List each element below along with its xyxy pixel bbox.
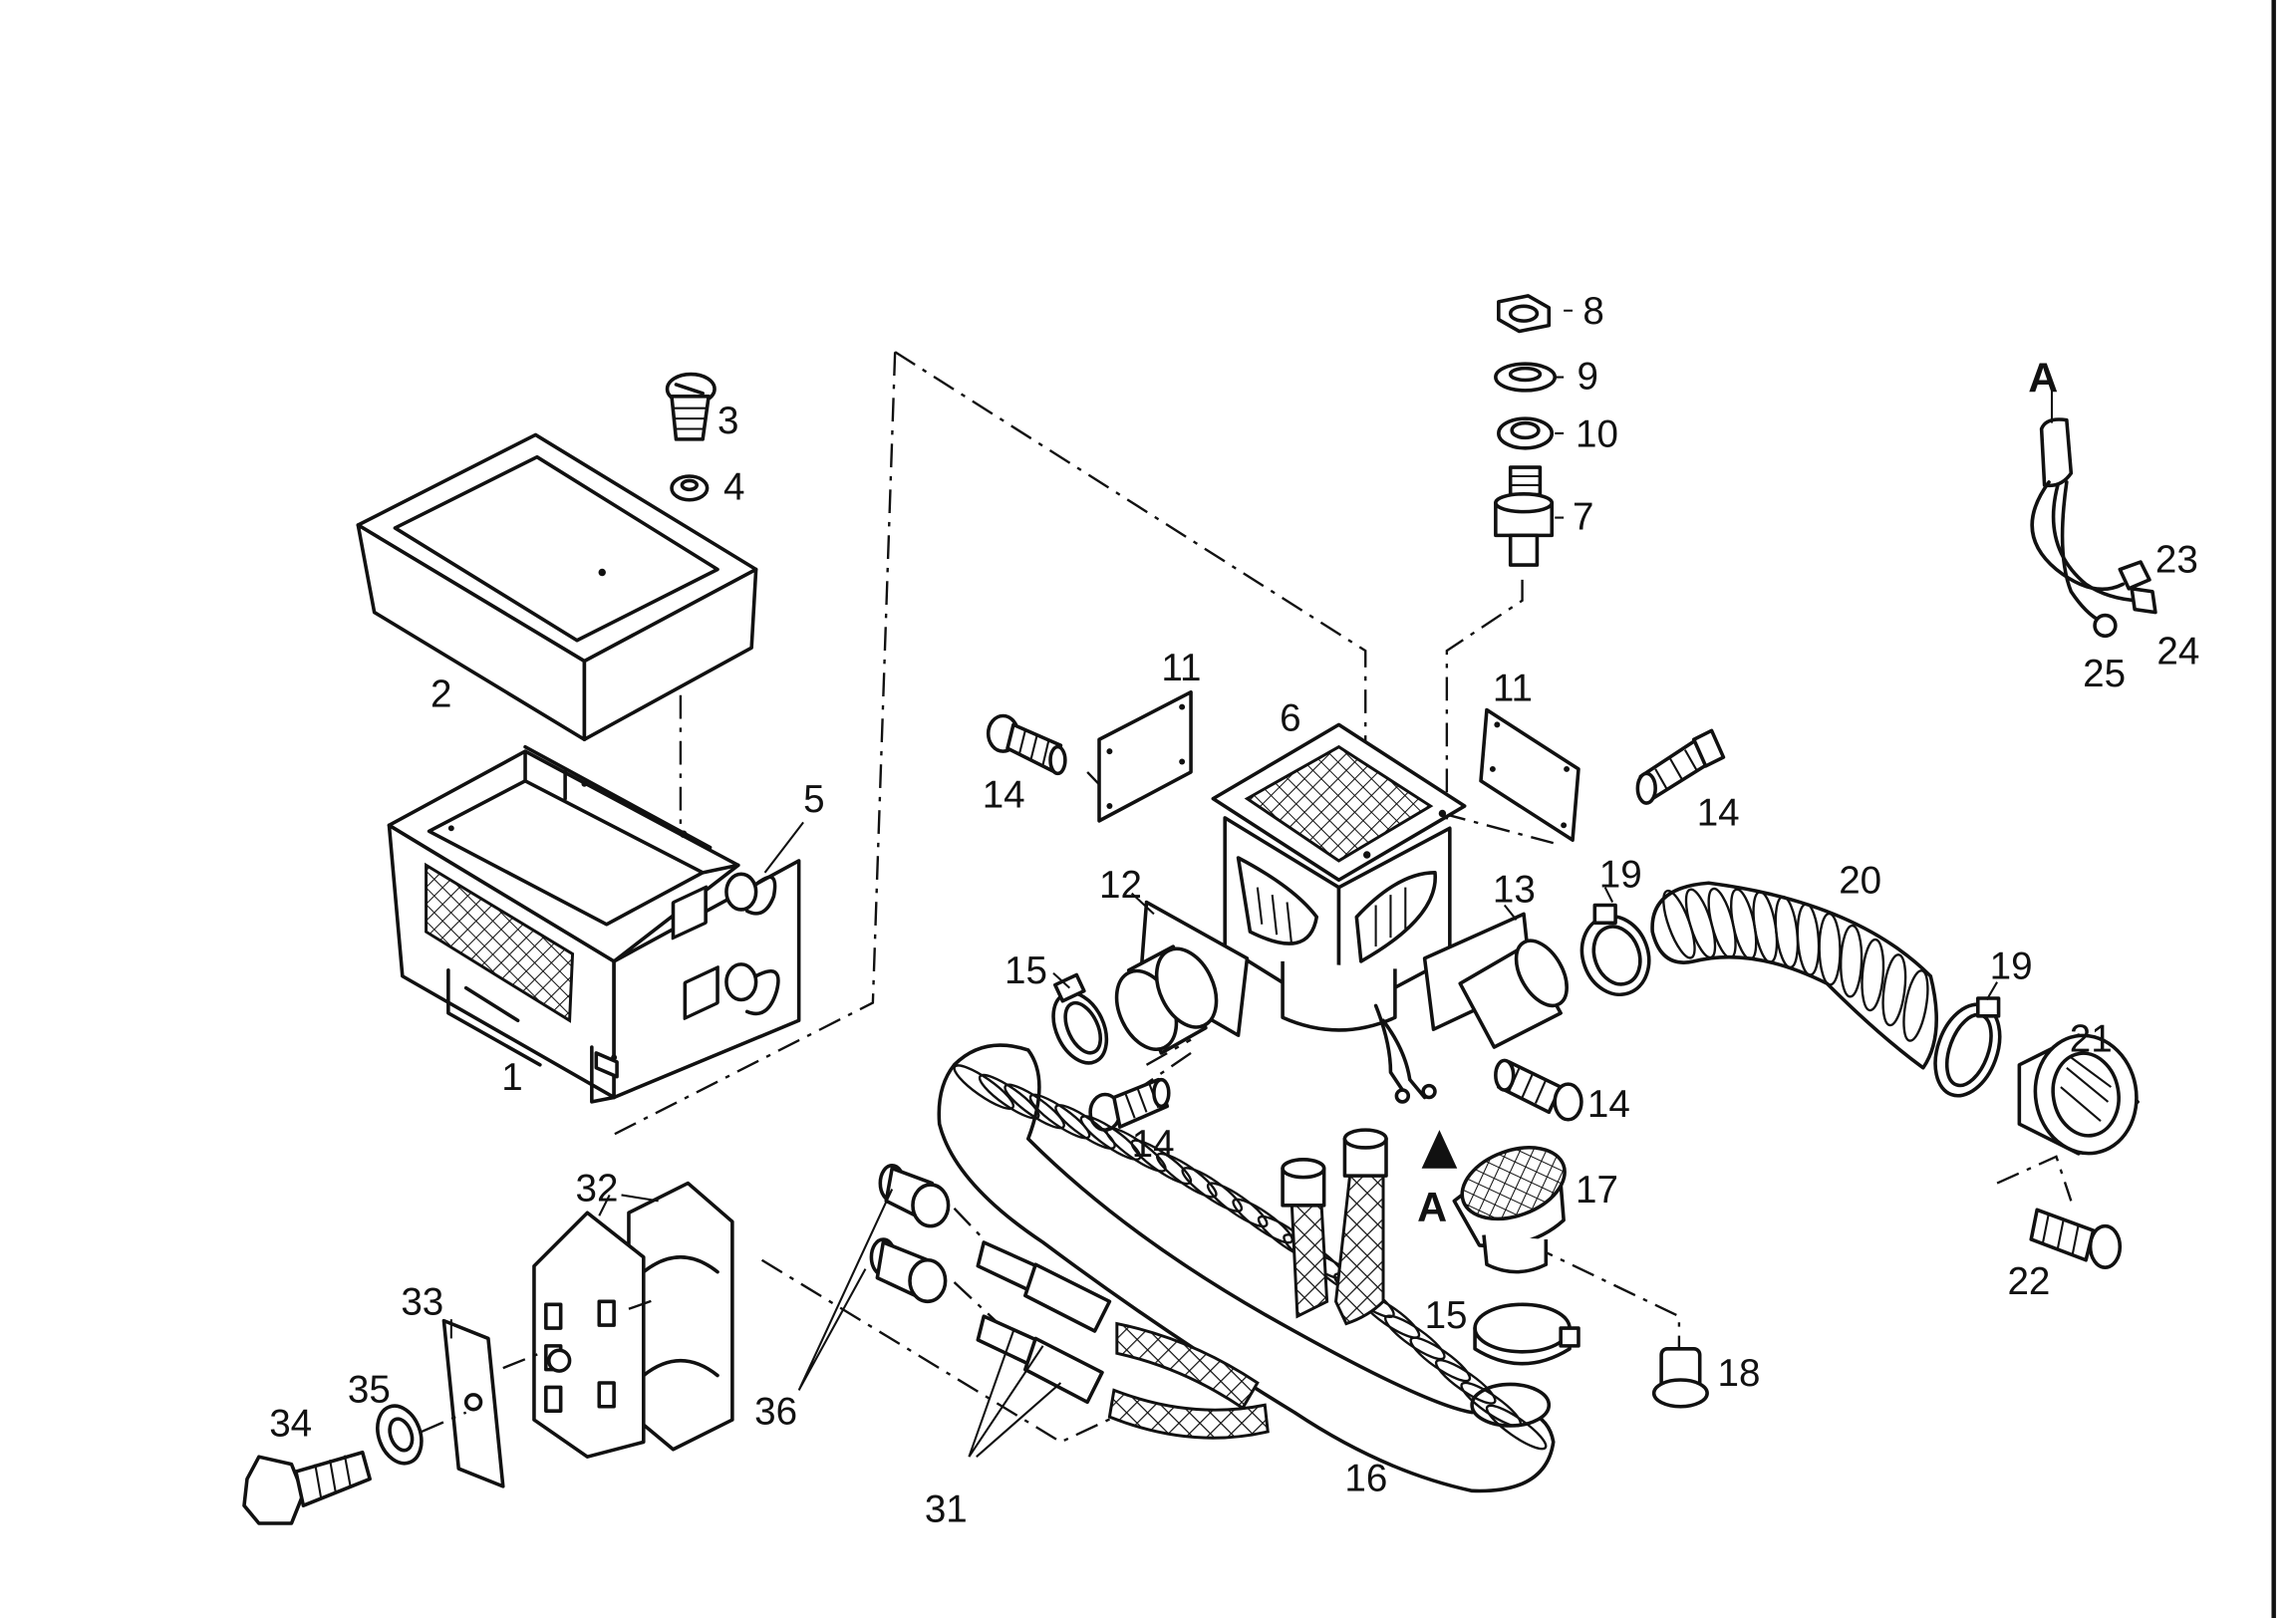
detail-a-wiring <box>2030 417 2157 639</box>
part-7-fuel-fitting <box>1494 465 1555 567</box>
label-part-8: 8 <box>1582 290 1603 333</box>
label-part-34: 34 <box>269 1402 312 1445</box>
duct-rib <box>1861 938 1885 1012</box>
label-part-33: 33 <box>401 1281 443 1324</box>
label-part-4: 4 <box>723 466 744 509</box>
part-18-cap <box>1651 1347 1709 1409</box>
duct-rib <box>1206 1182 1269 1228</box>
part-3-screw <box>665 372 717 441</box>
label-detail-a-arrow: A <box>1417 1184 1447 1230</box>
label-part-7: 7 <box>1573 495 1593 538</box>
label-part-10: 10 <box>1576 412 1618 455</box>
label-part-6: 6 <box>1280 696 1300 739</box>
part-4-washer <box>670 474 710 502</box>
label-part-14-b: 14 <box>1697 791 1740 834</box>
duct-rib <box>1384 1314 1446 1361</box>
part-20-flex-duct <box>1650 881 1938 1070</box>
part-2-tray <box>356 432 758 742</box>
label-part-36: 36 <box>754 1391 797 1434</box>
label-part-3: 3 <box>718 400 738 442</box>
duct-rib <box>1409 1336 1472 1383</box>
part-34-bolt <box>242 1450 372 1525</box>
label-part-11-left: 11 <box>1161 647 1201 689</box>
part-14-bolt <box>1494 1058 1583 1122</box>
duct-rib <box>1079 1115 1142 1161</box>
label-part-14-d: 14 <box>1132 1123 1175 1166</box>
part-6-heater-box <box>1211 722 1467 1104</box>
duct-rib <box>1460 1381 1522 1428</box>
part-36-fitting <box>878 1163 951 1228</box>
label-part-18: 18 <box>1718 1352 1761 1395</box>
label-part-14-a: 14 <box>983 774 1025 817</box>
duct-rib <box>1054 1104 1116 1150</box>
part-14-bolt <box>1088 1077 1171 1132</box>
part-19-clamp <box>1933 996 2002 1098</box>
part-19-clamp <box>1579 903 1651 997</box>
label-part-31: 31 <box>925 1488 968 1531</box>
duct-rib <box>953 1064 1015 1110</box>
part-10-washer <box>1497 416 1555 450</box>
label-part-9: 9 <box>1577 355 1597 398</box>
duct-rib <box>1004 1083 1065 1130</box>
label-detail-a: A <box>2028 354 2058 401</box>
part-15-clamp <box>1051 972 1109 1065</box>
part-13-adapter <box>1422 912 1569 1049</box>
part-36-fitting <box>869 1237 948 1304</box>
label-part-32: 32 <box>576 1167 619 1210</box>
leader-lines <box>449 309 2054 1458</box>
part-21-outlet <box>2017 1033 2140 1156</box>
part-11-gasket-right <box>1479 707 1580 842</box>
label-part-22: 22 <box>2007 1260 2050 1303</box>
part-35-washer <box>376 1404 424 1466</box>
label-part-35: 35 <box>348 1368 391 1411</box>
part-32-clamp-block <box>532 1181 734 1459</box>
label-part-19-a: 19 <box>1599 854 1642 897</box>
part-15-clamp <box>1473 1302 1580 1366</box>
detail-a-arrow <box>1421 1130 1458 1169</box>
duct-rib <box>1485 1404 1548 1451</box>
part-11-gasket-left <box>1097 689 1193 823</box>
label-part-25: 25 <box>2083 653 2126 695</box>
part-1-housing <box>387 744 801 1104</box>
label-part-15-a: 15 <box>1004 949 1047 992</box>
label-part-17: 17 <box>1576 1169 1618 1212</box>
label-part-14-c: 14 <box>1587 1083 1630 1126</box>
label-part-1: 1 <box>501 1056 522 1099</box>
braided-hoses <box>1107 1128 1388 1440</box>
part-14-bolt <box>986 713 1067 776</box>
duct-rib <box>1434 1358 1497 1405</box>
duct-rib <box>1881 953 1907 1027</box>
label-part-13: 13 <box>1493 869 1536 912</box>
duct-rib <box>1181 1167 1244 1213</box>
part-14-bolt <box>1635 728 1726 805</box>
label-part-24: 24 <box>2156 631 2199 674</box>
part-labels: 1 2 3 4 5 6 7 8 9 10 11 11 12 13 14 14 1… <box>269 290 2199 1530</box>
label-part-20: 20 <box>1839 860 1881 903</box>
duct-rib <box>1028 1093 1091 1140</box>
label-part-15-b: 15 <box>1425 1294 1468 1337</box>
part-17-intake-cap <box>1452 1146 1567 1274</box>
label-part-2: 2 <box>430 674 451 716</box>
assembly-lines <box>610 351 2073 1444</box>
bracket-connectors <box>421 1297 660 1434</box>
duct-rib <box>1818 912 1842 986</box>
label-part-19-b: 19 <box>1990 945 2033 988</box>
label-part-16: 16 <box>1344 1457 1387 1499</box>
duct-rib <box>1840 924 1864 998</box>
label-part-5: 5 <box>803 778 824 821</box>
duct-rib <box>1902 969 1929 1042</box>
duct-rib <box>978 1073 1040 1120</box>
label-part-21: 21 <box>2070 1017 2113 1060</box>
part-12-adapter <box>1114 900 1250 1055</box>
part-8-nut <box>1497 294 1552 334</box>
part-9-lock-washer <box>1494 362 1558 393</box>
duct-rib <box>1232 1198 1293 1244</box>
part-33-plate <box>441 1318 505 1488</box>
label-part-11-right: 11 <box>1493 668 1533 710</box>
label-part-23: 23 <box>2155 538 2198 581</box>
part-22-screw <box>2029 1208 2123 1269</box>
label-part-12: 12 <box>1099 864 1142 907</box>
